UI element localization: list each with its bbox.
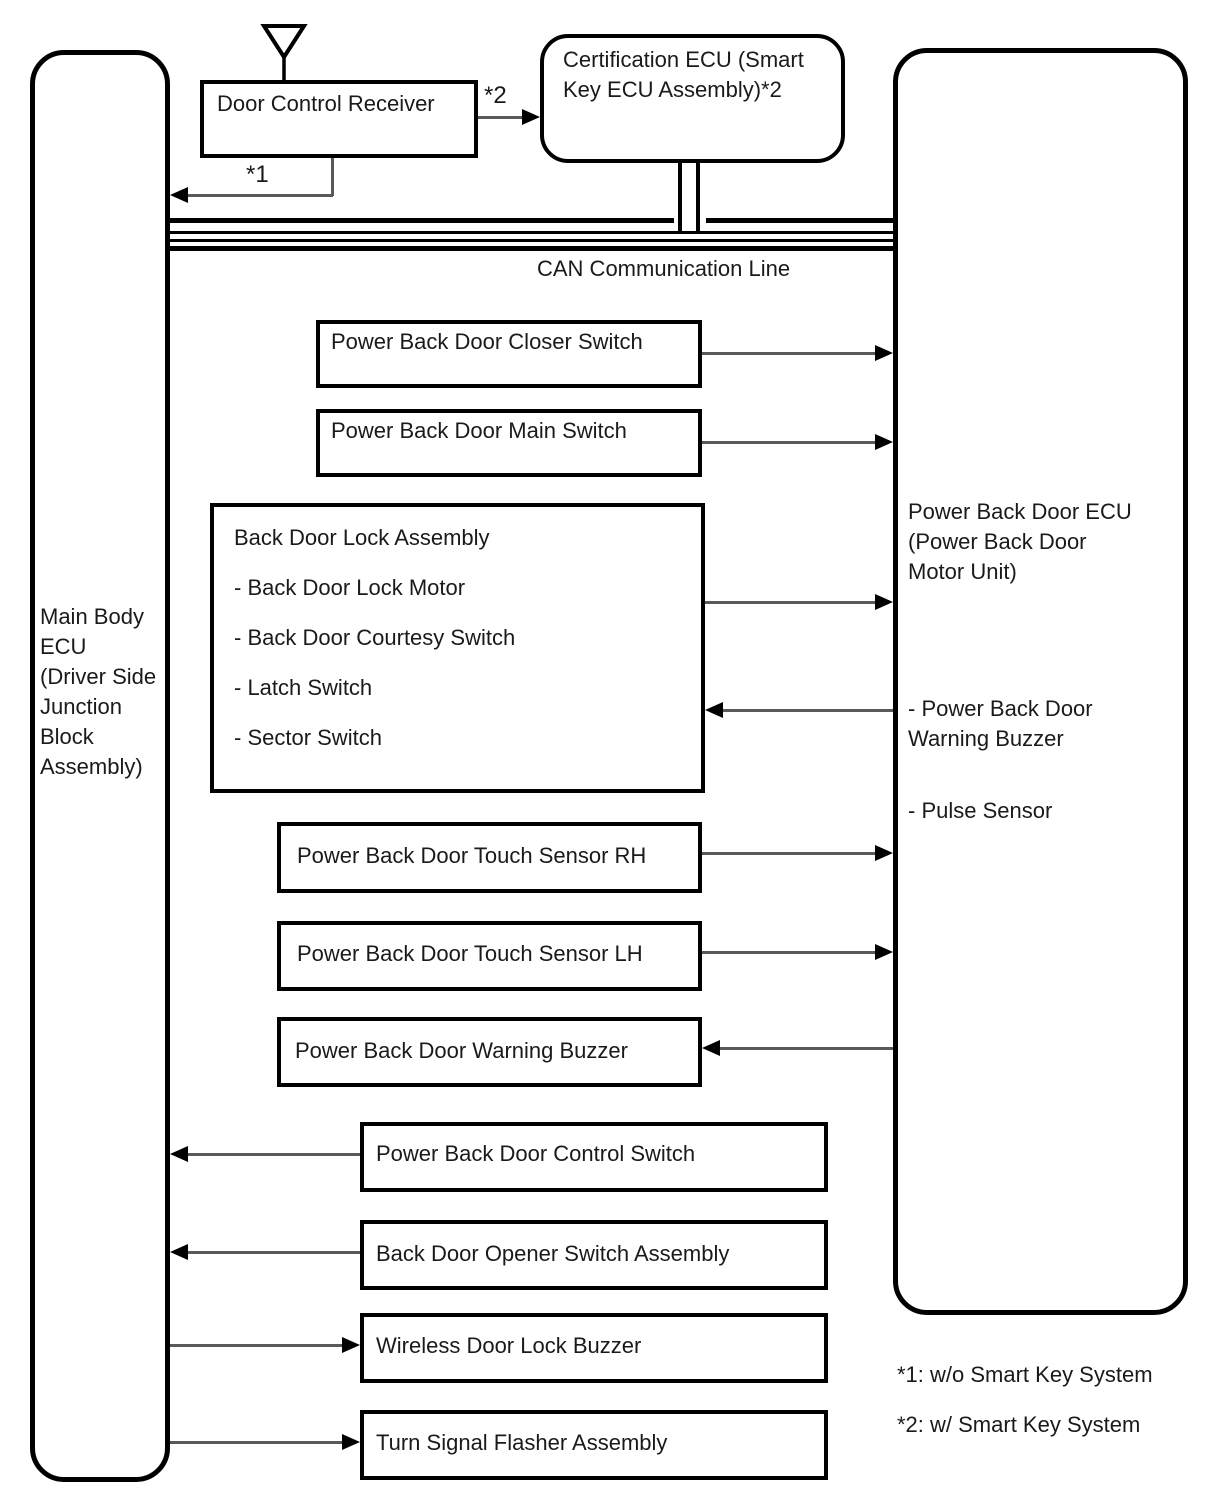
lock-assembly-box <box>210 503 705 793</box>
power-back-door-ecu-item-line: - Power Back Door <box>908 696 1093 721</box>
wireless-buzzer-label: Wireless Door Lock Buzzer <box>376 1333 642 1358</box>
main-switch-label: Power Back Door Main Switch <box>331 418 627 443</box>
arrow-touch-lh-line <box>702 951 877 954</box>
main-body-ecu-label-line: ECU <box>40 634 87 659</box>
door-control-receiver-label: Door Control Receiver <box>217 91 435 116</box>
arrow-closer-switch-head <box>875 345 893 361</box>
lock-assembly-item: - Latch Switch <box>234 675 373 700</box>
certification-to-can-line-1 <box>678 163 682 233</box>
can-bus-line-1b <box>706 218 893 223</box>
legend-star2: *2: w/ Smart Key System <box>897 1412 1141 1437</box>
arrow-touch-rh-head <box>875 845 893 861</box>
arrow-lock-assembly-in-head <box>705 702 723 718</box>
main-body-ecu-label-line: (Driver Side <box>40 664 157 689</box>
closer-switch-box <box>316 320 702 388</box>
warning-buzzer-box <box>277 1017 702 1087</box>
arrow-wireless-buzzer-line <box>170 1344 344 1347</box>
power-back-door-ecu-title-line: Motor Unit) <box>908 559 1017 584</box>
arrow-control-switch-head <box>170 1146 188 1162</box>
star2-annotation: *2 <box>484 82 507 109</box>
power-back-door-ecu-item-pulse-sensor: - Pulse Sensor <box>908 798 1053 823</box>
main-body-ecu-label-line: Block <box>40 724 94 749</box>
main-body-ecu-box <box>30 50 170 1482</box>
can-bus-line-3 <box>170 239 893 242</box>
opener-switch-box <box>360 1220 828 1290</box>
lock-assembly-title: Back Door Lock Assembly <box>234 525 490 550</box>
opener-switch-label: Back Door Opener Switch Assembly <box>376 1241 730 1266</box>
control-switch-label: Power Back Door Control Switch <box>376 1141 696 1166</box>
certification-ecu-label: Certification ECU (Smart Key ECU Assembl… <box>563 45 833 105</box>
arrow-receiver-to-main-body-line <box>186 194 333 197</box>
wireless-buzzer-box <box>360 1313 828 1383</box>
certification-to-can-line-2 <box>696 163 700 233</box>
power-back-door-ecu-item-warning-buzzer: - Power Back Door Warning Buzzer <box>908 694 1158 754</box>
power-back-door-ecu-box <box>893 48 1188 1315</box>
arrow-receiver-to-certification-line <box>478 116 524 119</box>
turn-signal-label: Turn Signal Flasher Assembly <box>376 1430 668 1455</box>
certification-ecu-box <box>540 34 845 163</box>
lock-assembly-item: - Back Door Lock Motor <box>234 575 466 600</box>
can-bus-line-2 <box>170 231 893 234</box>
arrow-warning-buzzer-head <box>702 1040 720 1056</box>
main-body-ecu-label: Main Body ECU (Driver Side Junction Bloc… <box>40 602 168 782</box>
lock-assembly-item: - Sector Switch <box>234 725 382 750</box>
arrow-receiver-to-main-body-vline <box>331 158 334 196</box>
arrow-control-switch-line <box>186 1153 360 1156</box>
arrow-touch-lh-head <box>875 944 893 960</box>
certification-ecu-label-line: Certification ECU (Smart <box>563 47 804 72</box>
arrow-touch-rh-line <box>702 852 877 855</box>
arrow-opener-switch-line <box>186 1251 360 1254</box>
turn-signal-box <box>360 1410 828 1480</box>
star1-annotation: *1 <box>246 161 269 188</box>
door-control-receiver-box <box>200 80 478 158</box>
arrow-lock-assembly-out-line <box>705 601 877 604</box>
certification-ecu-label-line: Key ECU Assembly)*2 <box>563 77 782 102</box>
lock-assembly-item: - Back Door Courtesy Switch <box>234 625 516 650</box>
touch-sensor-rh-label: Power Back Door Touch Sensor RH <box>297 843 647 868</box>
antenna-icon <box>260 24 308 81</box>
arrow-closer-switch-line <box>702 352 877 355</box>
arrow-lock-assembly-out-head <box>875 594 893 610</box>
arrow-main-switch-head <box>875 434 893 450</box>
arrow-receiver-to-main-body-head <box>170 187 188 203</box>
arrow-turn-signal-head <box>342 1434 360 1450</box>
arrow-lock-assembly-in-line <box>721 709 893 712</box>
arrow-warning-buzzer-line <box>718 1047 893 1050</box>
main-body-ecu-label-line: Assembly) <box>40 754 143 779</box>
touch-sensor-lh-label: Power Back Door Touch Sensor LH <box>297 941 643 966</box>
power-back-door-ecu-title: Power Back Door ECU (Power Back Door Mot… <box>908 497 1170 587</box>
legend-star1: *1: w/o Smart Key System <box>897 1362 1153 1387</box>
touch-sensor-rh-box <box>277 822 702 893</box>
closer-switch-label: Power Back Door Closer Switch <box>331 329 643 354</box>
arrow-opener-switch-head <box>170 1244 188 1260</box>
power-back-door-ecu-title-line: Power Back Door ECU <box>908 499 1132 524</box>
main-switch-box <box>316 409 702 477</box>
can-bus-line-1a <box>170 218 674 223</box>
control-switch-box <box>360 1122 828 1192</box>
main-body-ecu-label-line: Junction <box>40 694 122 719</box>
power-back-door-ecu-title-line: (Power Back Door <box>908 529 1087 554</box>
warning-buzzer-label: Power Back Door Warning Buzzer <box>295 1038 628 1063</box>
arrow-turn-signal-line <box>170 1441 344 1444</box>
arrow-wireless-buzzer-head <box>342 1337 360 1353</box>
main-body-ecu-label-line: Main Body <box>40 604 144 629</box>
touch-sensor-lh-box <box>277 921 702 991</box>
can-bus-line-4 <box>170 246 893 251</box>
can-bus-label: CAN Communication Line <box>537 256 791 281</box>
arrow-main-switch-line <box>702 441 877 444</box>
arrow-receiver-to-certification-head <box>522 109 540 125</box>
power-back-door-ecu-item-line: Warning Buzzer <box>908 726 1064 751</box>
